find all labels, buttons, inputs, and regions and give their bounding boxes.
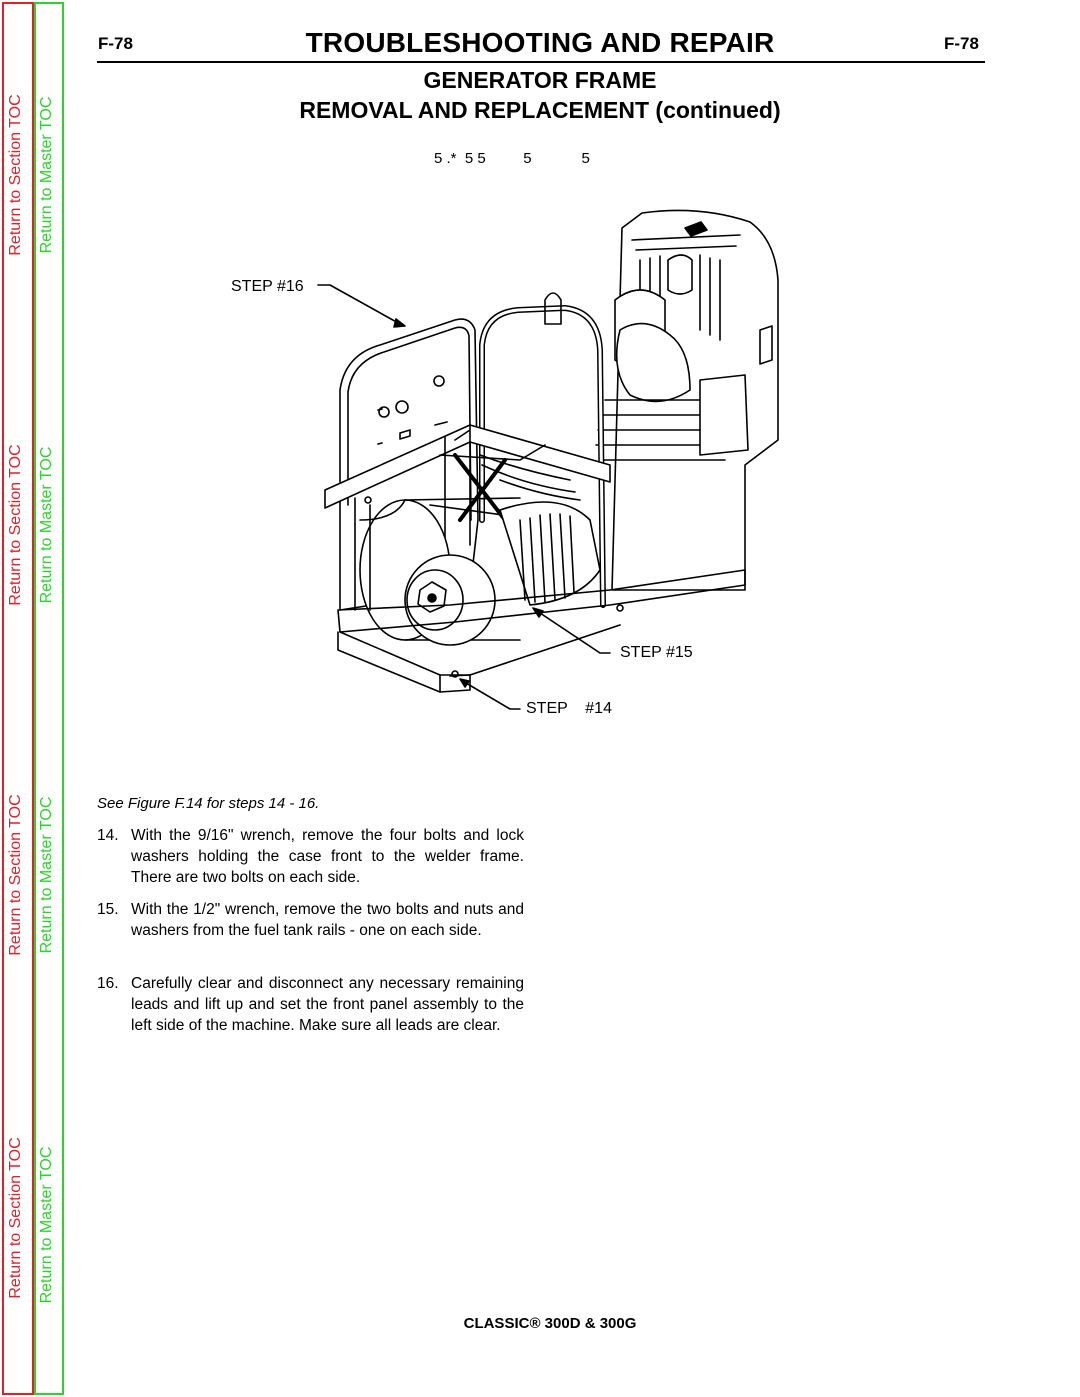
step-text: With the 9/16" wrench, remove the four b… [131, 827, 524, 886]
step-text: With the 1/2" wrench, remove the two bol… [131, 901, 524, 939]
page-code-right: F-78 [944, 34, 979, 53]
page-title: TROUBLESHOOTING AND REPAIR [305, 27, 775, 58]
page-code-left: F-78 [98, 34, 133, 53]
step-16: 16. Carefully clear and disconnect any n… [97, 973, 524, 1036]
figure-caption: 5 .* 5 5 5 5 [434, 150, 590, 167]
header-rule [97, 61, 985, 63]
step-number: 14. [97, 827, 119, 844]
figure-reference: See Figure F.14 for steps 14 - 16. [97, 795, 320, 812]
step-number: 16. [97, 975, 119, 992]
footer-model: CLASSIC® 300D & 300G [463, 1315, 637, 1332]
step-text: Carefully clear and disconnect any neces… [131, 975, 524, 1034]
section-subtitle: REMOVAL AND REPLACEMENT (continued) [299, 97, 781, 123]
master-toc-sidebar [34, 2, 64, 1395]
section-toc-sidebar [2, 2, 34, 1395]
step-14-label: STEP #14 [526, 700, 612, 717]
step-15: 15. With the 1/2" wrench, remove the two… [97, 899, 524, 941]
step-number: 15. [97, 901, 119, 918]
step-14: 14. With the 9/16" wrench, remove the fo… [97, 825, 524, 888]
step-15-label: STEP #15 [620, 644, 693, 661]
section-title: GENERATOR FRAME [423, 67, 657, 93]
step-16-label: STEP #16 [231, 278, 304, 295]
